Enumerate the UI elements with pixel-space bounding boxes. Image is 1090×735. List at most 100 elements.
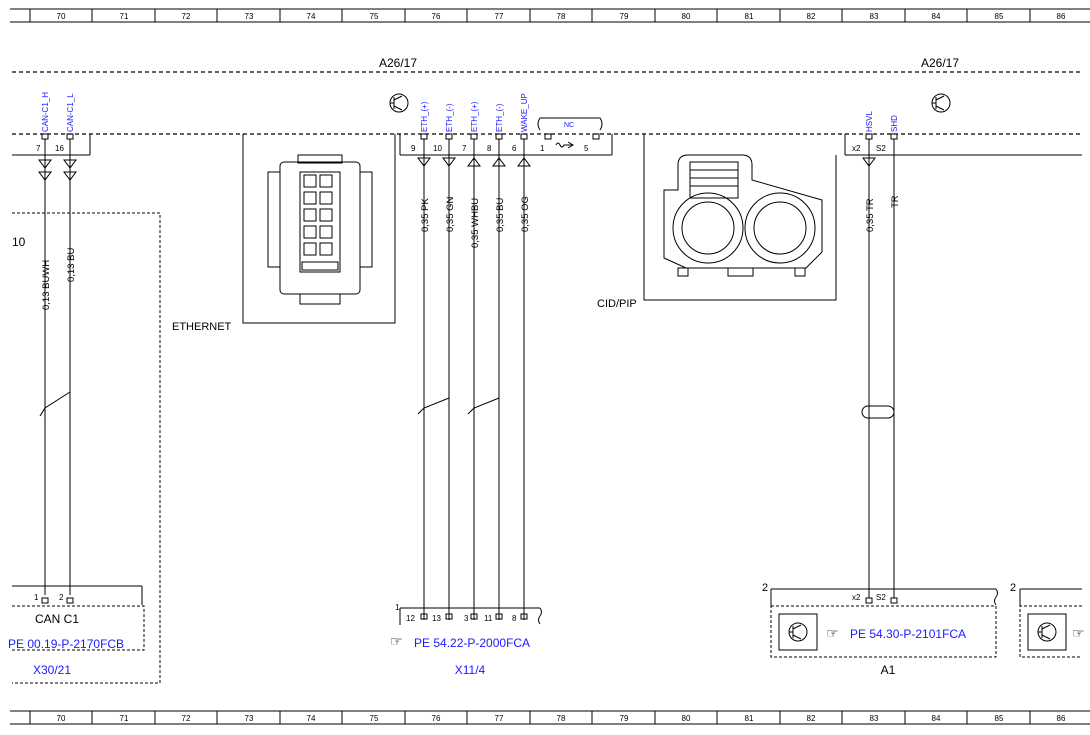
pin-number: S2	[876, 144, 886, 153]
pin-number: 3	[464, 614, 469, 623]
ruler-label: 81	[745, 714, 754, 723]
a1-box	[770, 588, 998, 658]
pin-number: 8	[487, 144, 492, 153]
pin-number: x2	[852, 144, 861, 153]
wire-label: TR	[890, 195, 901, 208]
hand-pointer-icon: ☞	[1072, 625, 1085, 641]
transistor-icon	[931, 93, 951, 113]
ruler-label: 74	[307, 12, 316, 21]
pin-pads	[41, 133, 898, 140]
ruler-label: 70	[57, 12, 66, 21]
ruler-label: 86	[1057, 12, 1066, 21]
pin-number: 12	[406, 614, 415, 623]
cid-pip-connector: CID/PIP	[597, 134, 837, 310]
pin-name-eth: ETH_(-)	[495, 103, 504, 132]
ruler-label: 74	[307, 714, 316, 723]
pin-number: x2	[852, 593, 861, 602]
wire-label: 0,13 BUWH	[41, 260, 52, 310]
component-label-right: A26/17	[921, 56, 959, 70]
pin-number: 9	[411, 144, 416, 153]
ruler-label: 80	[682, 12, 691, 21]
hand-pointer-icon: ☞	[826, 625, 839, 641]
pin-number: S2	[876, 593, 886, 602]
component-label-a1: A1	[881, 663, 896, 677]
pin-number: 1	[34, 593, 39, 602]
ruler-label: 78	[557, 714, 566, 723]
nc-bracket: NC	[537, 117, 603, 149]
component-label-left: A26/17	[379, 56, 417, 70]
wire-label: 0,35 GN	[445, 196, 456, 232]
ruler-label: 72	[182, 714, 191, 723]
ruler-label: 73	[245, 12, 254, 21]
ruler-label: 85	[995, 12, 1004, 21]
cid-pip-label: CID/PIP	[597, 298, 637, 310]
pin-name-can-h: CAN-C1_H	[41, 92, 50, 132]
connector-link-x11-4[interactable]: X11/4	[455, 663, 486, 677]
right-box-number: 2	[1010, 582, 1016, 594]
reference-link-can[interactable]: PE 00.19-P-2170FCB	[8, 637, 124, 651]
x30-21-frame	[12, 212, 161, 684]
ruler-label: 85	[995, 714, 1004, 723]
x11-number: 1	[395, 603, 400, 612]
wire-label: 0,35 WHBU	[470, 198, 481, 248]
ruler-label: 79	[620, 12, 629, 21]
x11-4-connector	[399, 607, 542, 625]
pin-number: 7	[36, 144, 41, 153]
ethernet-wires	[417, 139, 531, 620]
pin-name-can-l: CAN-C1_L	[66, 93, 75, 132]
right-partial-box: ☞	[1019, 588, 1085, 658]
left-fragment-label: 10	[12, 235, 26, 249]
ruler-label: 77	[495, 12, 504, 21]
pin-name-eth: ETH_(-)	[445, 103, 454, 132]
reference-link-x11[interactable]: PE 54.22-P-2000FCA	[414, 636, 530, 650]
can-wires	[38, 139, 77, 595]
wire-label: 0,35 TR	[865, 198, 876, 232]
a1-number: 2	[762, 582, 768, 594]
ethernet-connector: ETHERNET	[172, 134, 396, 333]
wire-label: 0,13 BU	[66, 248, 77, 282]
ruler-label: 72	[182, 12, 191, 21]
top-ruler: 70 71 72 73 74 75 76 77 78 79 80 81 82 8…	[10, 8, 1090, 23]
ruler-label: 81	[745, 12, 754, 21]
ruler-label: 76	[432, 714, 441, 723]
reference-link-a1[interactable]: PE 54.30-P-2101FCA	[850, 627, 966, 641]
pin-number: 13	[432, 614, 441, 623]
ruler-label: 80	[682, 714, 691, 723]
a1-wires	[861, 139, 895, 598]
pin-name-wake-up: WAKE_UP	[520, 93, 529, 132]
can-c1-box	[12, 585, 145, 651]
ruler-label: 75	[370, 714, 379, 723]
pin-number: 10	[433, 144, 442, 153]
pin-name-shd: SHD	[890, 115, 899, 132]
wire-label: 0,35 PK	[420, 198, 431, 232]
pin-number: 2	[59, 593, 64, 602]
ruler-label: 82	[807, 12, 816, 21]
ruler-label: 79	[620, 714, 629, 723]
transistor-icon	[389, 93, 409, 113]
pin-name-hsvl: HSVL	[865, 111, 874, 132]
ruler-label: 75	[370, 12, 379, 21]
pin-number: 1	[540, 144, 545, 153]
ruler-label: 84	[932, 714, 941, 723]
ruler-label: 83	[870, 714, 879, 723]
wire-label: 0,35 OG	[520, 196, 531, 232]
connector-link-x30-21[interactable]: X30/21	[33, 663, 71, 677]
pin-number: 16	[55, 144, 64, 153]
ruler-label: 70	[57, 714, 66, 723]
ethernet-label: ETHERNET	[172, 321, 232, 333]
hand-pointer-icon: ☞	[390, 633, 403, 649]
pin-number: 5	[584, 144, 589, 153]
ruler-label: 77	[495, 714, 504, 723]
pin-number: 8	[512, 614, 517, 623]
bottom-ruler: 70 71 72 73 74 75 76 77 78 79 80 81 82 8…	[10, 710, 1090, 725]
pin-number: 11	[484, 614, 493, 623]
pin-name-eth: ETH_(+)	[420, 101, 429, 132]
ruler-label: 84	[932, 12, 941, 21]
ruler-label: 78	[557, 12, 566, 21]
pin-number: 6	[512, 144, 517, 153]
ruler-label: 86	[1057, 714, 1066, 723]
ruler-label: 71	[120, 714, 129, 723]
wire-label: 0,35 BU	[495, 198, 506, 232]
can-c1-label: CAN C1	[35, 612, 79, 626]
